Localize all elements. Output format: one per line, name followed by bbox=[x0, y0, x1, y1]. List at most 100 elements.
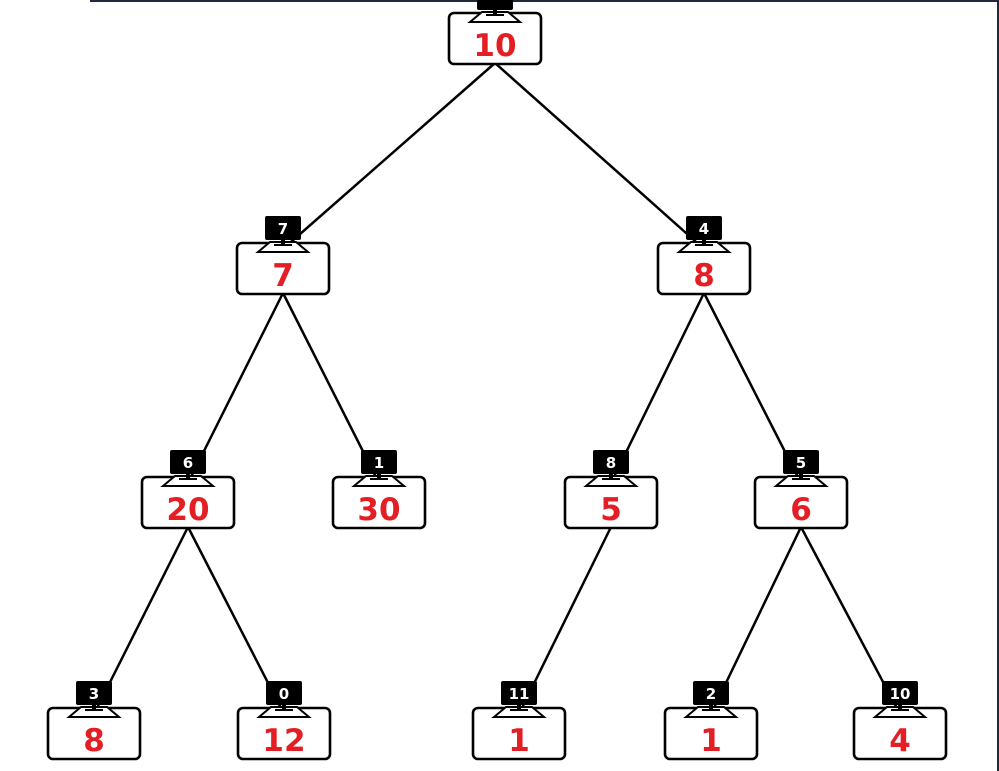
tree-node: 111 bbox=[471, 681, 567, 761]
monitor-icon bbox=[351, 450, 407, 487]
monitor-neck bbox=[517, 704, 521, 709]
monitor-foot bbox=[510, 709, 528, 711]
monitor-neck bbox=[92, 704, 96, 709]
monitor-icon bbox=[583, 450, 639, 487]
node-value: 20 bbox=[166, 492, 209, 528]
tree-node: 1 30 bbox=[331, 450, 427, 530]
monitor-icon bbox=[773, 450, 829, 487]
monitor-neck bbox=[493, 9, 497, 14]
monitor-screen bbox=[266, 681, 302, 705]
monitor-foot bbox=[695, 244, 713, 246]
monitor-icon bbox=[160, 450, 216, 487]
monitor-foot bbox=[85, 709, 103, 711]
node-value: 7 bbox=[272, 258, 294, 294]
monitor-foot bbox=[891, 709, 909, 711]
monitor-screen bbox=[686, 216, 722, 240]
monitor-neck bbox=[186, 473, 190, 478]
monitor-neck bbox=[282, 704, 286, 709]
node-value: 30 bbox=[357, 492, 400, 528]
edge-layer bbox=[92, 62, 902, 715]
monitor-icon bbox=[256, 681, 312, 718]
monitor-icon bbox=[467, 0, 523, 23]
monitor-neck bbox=[609, 473, 613, 478]
node-value: 6 bbox=[790, 492, 812, 528]
monitor-number: 4 bbox=[699, 220, 709, 238]
monitor-base bbox=[467, 11, 523, 23]
monitor-foot bbox=[602, 478, 620, 480]
node-value: 4 bbox=[889, 723, 911, 759]
monitor-base bbox=[872, 706, 928, 718]
monitor-screen bbox=[882, 681, 918, 705]
monitor-base bbox=[256, 706, 312, 718]
monitor-foot bbox=[179, 478, 197, 480]
monitor-base bbox=[683, 706, 739, 718]
monitor-number: 2 bbox=[706, 685, 716, 703]
monitor-screen bbox=[693, 681, 729, 705]
monitor-number: 10 bbox=[890, 685, 911, 703]
monitor-base bbox=[676, 241, 732, 253]
monitor-neck bbox=[377, 473, 381, 478]
monitor-screen bbox=[477, 0, 513, 10]
monitor-screen bbox=[361, 450, 397, 474]
monitor-icon bbox=[255, 216, 311, 253]
monitor-base bbox=[66, 706, 122, 718]
monitor-foot bbox=[274, 244, 292, 246]
node-value: 8 bbox=[693, 258, 715, 294]
monitor-base bbox=[255, 241, 311, 253]
monitor-screen bbox=[265, 216, 301, 240]
node-value: 12 bbox=[262, 723, 305, 759]
monitor-icon bbox=[66, 681, 122, 718]
node-value: 5 bbox=[600, 492, 622, 528]
monitor-foot bbox=[702, 709, 720, 711]
tree-node: 85 bbox=[563, 450, 659, 530]
node-value: 10 bbox=[473, 28, 516, 64]
node-value: 1 bbox=[700, 723, 722, 759]
monitor-screen bbox=[76, 681, 112, 705]
monitor-number: 7 bbox=[278, 220, 288, 238]
monitor-icon bbox=[491, 681, 547, 718]
monitor-number: 6 bbox=[183, 454, 193, 472]
monitor-neck bbox=[799, 473, 803, 478]
monitor-base bbox=[773, 475, 829, 487]
tree-node: 0 12 bbox=[236, 681, 332, 761]
monitor-icon bbox=[683, 681, 739, 718]
monitor-base bbox=[160, 475, 216, 487]
tree-node: 10 4 bbox=[852, 681, 948, 761]
monitor-number: 5 bbox=[796, 454, 806, 472]
node-value: 1 bbox=[508, 723, 530, 759]
tree-node: 6 20 bbox=[140, 450, 236, 530]
monitor-foot bbox=[370, 478, 388, 480]
tree-node: 21 bbox=[663, 681, 759, 761]
tree-edge bbox=[494, 62, 705, 250]
monitor-neck bbox=[709, 704, 713, 709]
monitor-base bbox=[583, 475, 639, 487]
monitor-screen bbox=[170, 450, 206, 474]
monitor-number: 11 bbox=[509, 685, 530, 703]
tree-node: 56 bbox=[753, 450, 849, 530]
monitor-screen bbox=[501, 681, 537, 705]
monitor-icon bbox=[872, 681, 928, 718]
monitor-foot bbox=[486, 14, 504, 16]
monitor-base bbox=[351, 475, 407, 487]
monitor-foot bbox=[275, 709, 293, 711]
monitor-neck bbox=[281, 239, 285, 244]
monitor-neck bbox=[898, 704, 902, 709]
tree-node: 38 bbox=[46, 681, 142, 761]
monitor-foot bbox=[792, 478, 810, 480]
monitor-screen bbox=[783, 450, 819, 474]
tree-node: 77 bbox=[235, 216, 331, 296]
monitor-screen bbox=[593, 450, 629, 474]
monitor-number: 8 bbox=[606, 454, 616, 472]
monitor-base bbox=[491, 706, 547, 718]
tree-node: 10 bbox=[447, 0, 543, 66]
monitor-number: 3 bbox=[89, 685, 99, 703]
monitor-number: 0 bbox=[279, 685, 289, 703]
monitor-number: 1 bbox=[374, 454, 384, 472]
tree-node: 48 bbox=[656, 216, 752, 296]
tree-edge bbox=[282, 62, 496, 250]
monitor-neck bbox=[702, 239, 706, 244]
monitor-icon bbox=[676, 216, 732, 253]
node-value: 8 bbox=[83, 723, 105, 759]
